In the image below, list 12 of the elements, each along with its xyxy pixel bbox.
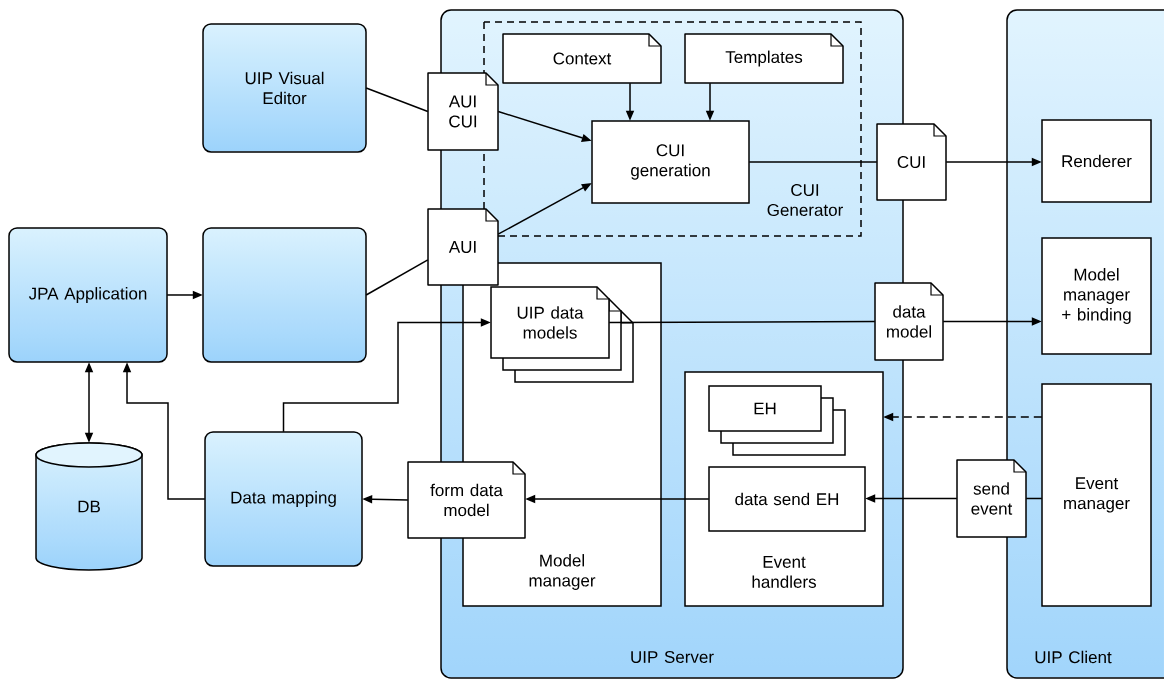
process-box: CUI generation [591, 120, 750, 204]
component-box [202, 227, 367, 363]
process-box: Model manager + binding [1041, 237, 1152, 355]
component-box: Data mapping [204, 431, 363, 567]
process-box: Event manager [1041, 383, 1152, 607]
component-box: JPA Application [8, 227, 168, 363]
process-box: Renderer [1041, 119, 1152, 203]
process-box: data send EH [708, 466, 866, 532]
database-cylinder: DB [35, 442, 143, 571]
stacked-boxes: EH [708, 385, 846, 456]
component-box: UIP Visual Editor [202, 23, 367, 153]
stacked-documents: UIP data models [490, 286, 634, 383]
